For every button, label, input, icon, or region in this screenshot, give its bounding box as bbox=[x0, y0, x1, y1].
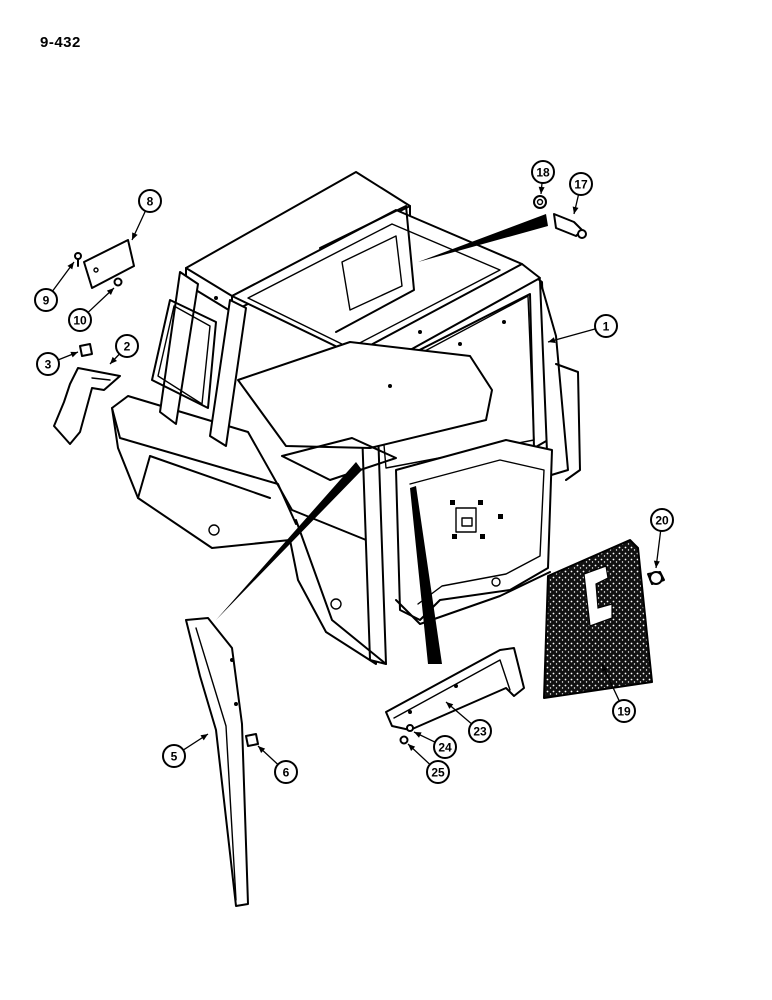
callout-19: 19 bbox=[601, 663, 636, 723]
callout-18: 18 bbox=[531, 160, 555, 195]
callout-label-8: 8 bbox=[147, 195, 154, 209]
arrowhead-24 bbox=[414, 732, 422, 738]
callout-label-9: 9 bbox=[43, 294, 50, 308]
arrowhead-17 bbox=[572, 206, 579, 214]
arrowhead-10 bbox=[106, 288, 114, 295]
callout-label-19: 19 bbox=[617, 705, 631, 719]
arrowhead-23 bbox=[446, 702, 454, 709]
part-24-washer bbox=[406, 724, 414, 732]
callout-2: 2 bbox=[109, 334, 139, 365]
callout-circle-17 bbox=[569, 172, 593, 196]
callout-17: 17 bbox=[569, 172, 593, 215]
part-5-trim-strip bbox=[185, 617, 249, 907]
callout-3: 3 bbox=[36, 351, 79, 376]
part-9-screw bbox=[74, 252, 82, 267]
arrowhead-20 bbox=[653, 560, 660, 568]
callout-label-10: 10 bbox=[73, 314, 87, 328]
callout-circle-2 bbox=[115, 334, 139, 358]
callout-circle-5 bbox=[162, 744, 186, 768]
arrowhead-3 bbox=[70, 351, 78, 358]
arrowhead-18 bbox=[538, 186, 545, 194]
callout-label-20: 20 bbox=[655, 514, 669, 528]
callout-10: 10 bbox=[68, 287, 115, 332]
cab-frame bbox=[111, 171, 581, 665]
callout-label-25: 25 bbox=[431, 766, 445, 780]
callout-circle-8 bbox=[138, 189, 162, 213]
callout-circle-3 bbox=[36, 352, 60, 376]
callout-label-6: 6 bbox=[283, 766, 290, 780]
arrowhead-8 bbox=[132, 232, 138, 240]
leader-wedge-5 bbox=[216, 462, 362, 620]
callout-label-18: 18 bbox=[536, 166, 550, 180]
callout-circle-18 bbox=[531, 160, 555, 184]
callout-label-17: 17 bbox=[574, 178, 588, 192]
arrowhead-5 bbox=[200, 734, 208, 741]
callout-circle-23 bbox=[468, 719, 492, 743]
callout-9: 9 bbox=[34, 261, 75, 312]
callout-8: 8 bbox=[131, 189, 162, 241]
callout-circle-19 bbox=[612, 699, 636, 723]
leader-wedge-17-18 bbox=[418, 214, 548, 262]
part-6-fastener bbox=[245, 733, 259, 747]
part-3-bolt bbox=[79, 343, 93, 357]
part-18-nut bbox=[533, 195, 547, 209]
part-10-nut bbox=[113, 277, 123, 287]
callout-circle-20 bbox=[650, 508, 674, 532]
callout-circle-6 bbox=[274, 760, 298, 784]
callout-circle-24 bbox=[433, 735, 457, 759]
leader-line-1 bbox=[547, 328, 596, 343]
part-19-foam-mat bbox=[543, 539, 653, 699]
part-8-cover-plate bbox=[83, 239, 135, 289]
arrowhead-6 bbox=[258, 746, 266, 753]
callout-circle-1 bbox=[594, 314, 618, 338]
part-17-switch bbox=[553, 213, 587, 239]
callout-label-23: 23 bbox=[473, 725, 487, 739]
callout-circle-10 bbox=[68, 308, 92, 332]
callout-label-2: 2 bbox=[124, 340, 131, 354]
part-25-nut bbox=[399, 735, 409, 745]
callout-6: 6 bbox=[257, 745, 298, 784]
callout-circle-25 bbox=[426, 760, 450, 784]
callout-20: 20 bbox=[650, 508, 674, 569]
callout-24: 24 bbox=[413, 731, 457, 759]
callout-label-5: 5 bbox=[171, 750, 178, 764]
callout-label-1: 1 bbox=[603, 320, 610, 334]
arrowhead-1 bbox=[548, 337, 556, 344]
callout-25: 25 bbox=[407, 743, 450, 784]
callout-1: 1 bbox=[547, 314, 618, 344]
arrowhead-9 bbox=[67, 262, 74, 270]
callout-label-24: 24 bbox=[438, 741, 452, 755]
arrowhead-19 bbox=[602, 664, 608, 672]
callout-5: 5 bbox=[162, 733, 209, 768]
arrowhead-25 bbox=[408, 744, 416, 751]
callout-circle-9 bbox=[34, 288, 58, 312]
part-20-push-pin bbox=[647, 571, 665, 585]
callout-label-3: 3 bbox=[45, 358, 52, 372]
leader-wedge-23 bbox=[410, 486, 442, 664]
page-number: 9-432 bbox=[40, 34, 81, 51]
part-23-trim-bracket bbox=[385, 647, 525, 731]
part-2-grab-handle bbox=[53, 367, 121, 445]
callout-23: 23 bbox=[445, 701, 492, 743]
arrowhead-2 bbox=[110, 356, 117, 364]
